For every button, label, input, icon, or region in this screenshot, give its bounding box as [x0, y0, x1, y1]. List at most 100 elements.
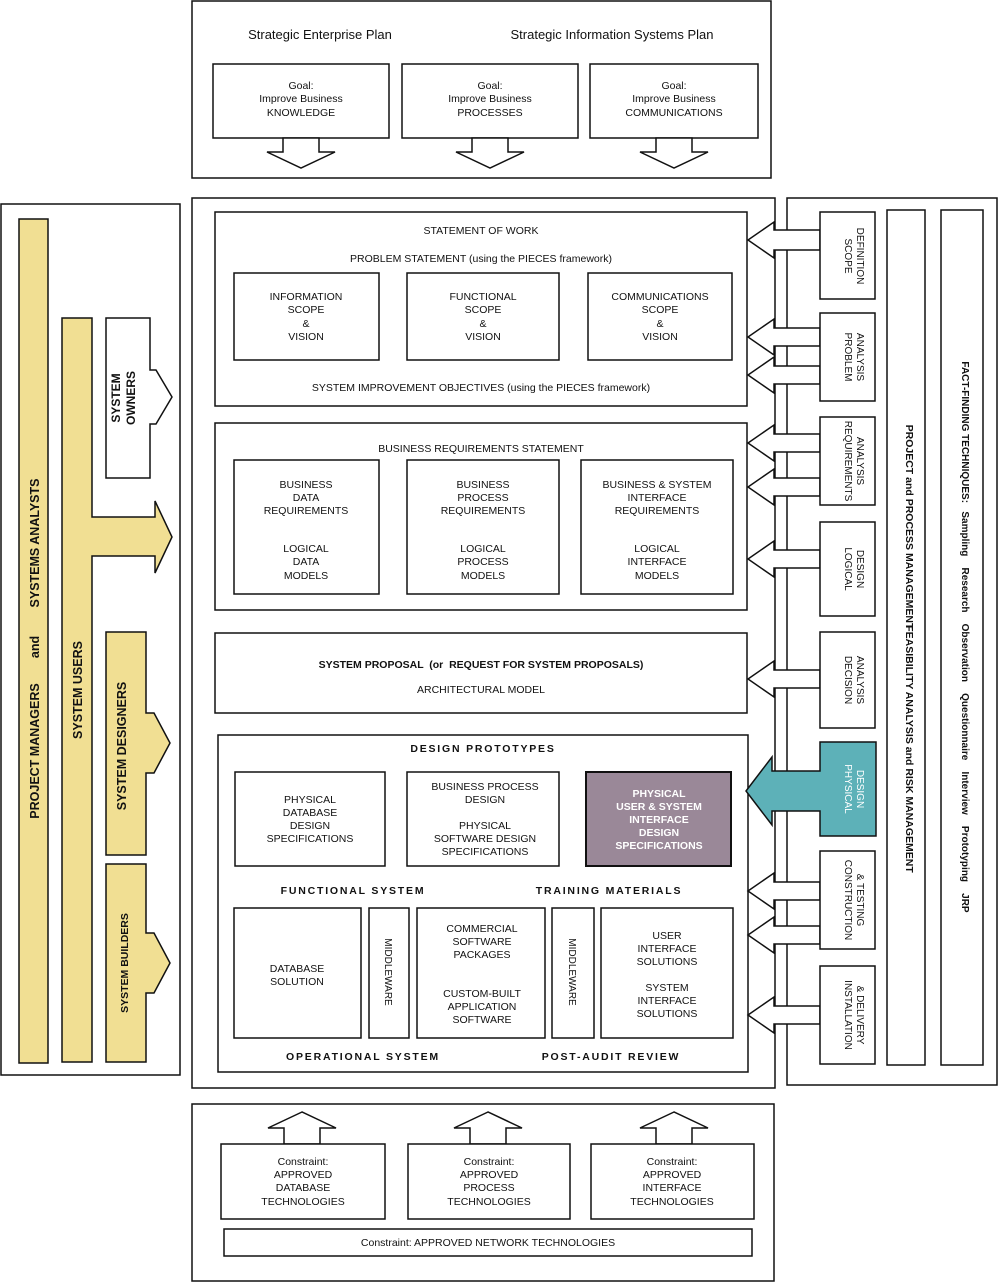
svg-text:Improve Business: Improve Business	[632, 93, 715, 105]
svg-text:SOLUTION: SOLUTION	[270, 976, 324, 988]
communications-scope-box	[587, 272, 733, 361]
svg-text:VISION: VISION	[465, 331, 501, 343]
svg-text:DESIGN: DESIGN	[854, 770, 865, 808]
problem-statement-label: PROBLEM STATEMENT (using the PIECES fram…	[350, 253, 612, 265]
svg-text:Constraint:: Constraint:	[464, 1156, 515, 1168]
svg-text:&: &	[479, 318, 486, 330]
left-arrow-icon	[746, 995, 821, 1035]
architectural-model-label: ARCHITECTURAL MODEL	[417, 684, 545, 696]
fact-finding-techniques-label: FACT-FINDING TECHNIQUES: Sampling Resear…	[959, 361, 970, 913]
svg-text:TECHNOLOGIES: TECHNOLOGIES	[261, 1196, 344, 1208]
svg-text:CUSTOM-BUILT: CUSTOM-BUILT	[443, 988, 521, 1000]
fact-finding-column	[940, 209, 984, 1066]
svg-text:REQUIREMENTS: REQUIREMENTS	[615, 505, 700, 517]
system-users-label: SYSTEM USERS	[71, 641, 85, 739]
phase-construction-testing: CONSTRUCTION & TESTING	[746, 850, 876, 955]
svg-text:SCOPE: SCOPE	[642, 304, 679, 316]
interface-solutions-box	[600, 907, 734, 1039]
svg-text:KNOWLEDGE: KNOWLEDGE	[267, 107, 335, 119]
svg-text:SOLUTIONS: SOLUTIONS	[637, 956, 698, 968]
svg-text:APPLICATION: APPLICATION	[448, 1001, 517, 1013]
svg-text:DESIGN: DESIGN	[465, 794, 505, 806]
system-designers-label: SYSTEM DESIGNERS	[115, 682, 129, 811]
svg-text:INTERFACE: INTERFACE	[638, 995, 697, 1007]
svg-text:PHYSICAL: PHYSICAL	[842, 764, 853, 814]
svg-text:USER & SYSTEM: USER & SYSTEM	[616, 801, 702, 813]
left-arrow-icon	[746, 539, 821, 579]
svg-text:MODELS: MODELS	[461, 570, 505, 582]
functional-scope-box	[406, 272, 560, 361]
system-builders-label: SYSTEM BUILDERS	[119, 913, 131, 1013]
feasibility-risk-management-label: FEASIBILITY ANALYSIS and RISK MANAGEMENT	[903, 625, 915, 873]
svg-text:BUSINESS PROCESS: BUSINESS PROCESS	[431, 781, 538, 793]
svg-text:PROCESS: PROCESS	[457, 492, 508, 504]
svg-text:INTERFACE: INTERFACE	[629, 814, 689, 826]
svg-text:BUSINESS: BUSINESS	[279, 479, 332, 491]
goal-communications: Goal: Improve Business COMMUNICATIONS	[589, 63, 759, 169]
left-arrow-icon	[746, 355, 821, 395]
system-owners-arrow	[105, 317, 173, 479]
svg-text:DESIGN: DESIGN	[290, 820, 330, 832]
svg-text:SOLUTIONS: SOLUTIONS	[637, 1008, 698, 1020]
deliverables-panel: STATEMENT OF WORK PROBLEM STATEMENT (usi…	[191, 197, 776, 1089]
data-requirements-box	[233, 459, 380, 595]
network-constraint-box	[223, 1228, 753, 1257]
phase-scope-definition: SCOPE DEFINITION	[746, 211, 876, 300]
physical-design-arrow	[745, 741, 877, 837]
left-arrow-icon	[746, 871, 821, 911]
middleware-label-2: MIDDLEWARE	[566, 938, 577, 1006]
svg-text:INTERFACE: INTERFACE	[638, 943, 697, 955]
statement-of-work: STATEMENT OF WORK PROBLEM STATEMENT (usi…	[214, 211, 748, 407]
system-designers-arrow	[105, 631, 171, 856]
svg-text:& TESTING: & TESTING	[854, 874, 865, 927]
svg-text:MODELS: MODELS	[284, 570, 328, 582]
svg-text:INTERFACE: INTERFACE	[643, 1182, 702, 1194]
strategic-plans-panel: Strategic Enterprise Plan Strategic Info…	[191, 0, 772, 179]
stakeholders-panel: PROJECT MANAGERS and SYSTEMS ANALYSTS SY…	[0, 203, 181, 1076]
svg-text:APPROVED: APPROVED	[460, 1169, 519, 1181]
constraints-panel: Constraint: APPROVED DATABASE TECHNOLOGI…	[191, 1103, 775, 1282]
svg-text:LOGICAL: LOGICAL	[460, 543, 506, 555]
management-column	[886, 209, 926, 1066]
down-arrow-icon	[455, 137, 525, 169]
design-prototypes-label: DESIGN PROTOTYPES	[410, 743, 555, 755]
svg-text:DATABASE: DATABASE	[276, 1182, 330, 1194]
left-arrow-icon	[746, 220, 821, 260]
phase-requirements-analysis: REQUIREMENTS ANALYSIS	[746, 416, 876, 507]
svg-text:LOGICAL: LOGICAL	[634, 543, 680, 555]
constraint-interface: Constraint: APPROVED INTERFACE TECHNOLOG…	[590, 1111, 755, 1220]
improvement-objectives-label: SYSTEM IMPROVEMENT OBJECTIVES (using the…	[312, 382, 650, 394]
system-proposal: SYSTEM PROPOSAL (or REQUEST FOR SYSTEM P…	[214, 632, 748, 714]
system-builders-arrow	[105, 863, 171, 1063]
svg-text:INFORMATION: INFORMATION	[270, 291, 343, 303]
information-scope-box	[233, 272, 380, 361]
training-materials-label: TRAINING MATERIALS	[536, 885, 683, 897]
svg-text:SPECIFICATIONS: SPECIFICATIONS	[442, 846, 529, 858]
svg-text:DATA: DATA	[293, 556, 319, 568]
svg-text:SCOPE: SCOPE	[465, 304, 502, 316]
svg-text:SYSTEM: SYSTEM	[645, 982, 688, 994]
svg-text:REQUIREMENTS: REQUIREMENTS	[441, 505, 526, 517]
svg-text:PHYSICAL: PHYSICAL	[284, 794, 336, 806]
svg-text:Improve Business: Improve Business	[259, 93, 342, 105]
svg-text:PROBLEM: PROBLEM	[842, 333, 853, 382]
phase-logical-design: LOGICAL DESIGN	[746, 521, 876, 617]
enterprise-plan-heading: Strategic Enterprise Plan	[248, 27, 392, 42]
phases-panel: PROJECT and PROCESS MANAGEMENT FEASIBILI…	[745, 197, 998, 1086]
middleware-box-2	[551, 907, 595, 1039]
svg-text:TECHNOLOGIES: TECHNOLOGIES	[447, 1196, 530, 1208]
svg-text:PROCESSES: PROCESSES	[457, 107, 522, 119]
svg-text:PHYSICAL: PHYSICAL	[632, 788, 686, 800]
svg-text:DESIGN: DESIGN	[854, 550, 865, 588]
svg-text:PROCESS: PROCESS	[463, 1182, 514, 1194]
svg-text:PROCESS: PROCESS	[457, 556, 508, 568]
project-managers-label: PROJECT MANAGERS	[28, 683, 42, 818]
system-users-bar	[61, 317, 173, 1063]
svg-text:BUSINESS: BUSINESS	[456, 479, 509, 491]
pm-sa-bar	[18, 218, 49, 1064]
svg-text:SOFTWARE: SOFTWARE	[452, 936, 511, 948]
svg-text:ANALYSIS: ANALYSIS	[854, 333, 865, 381]
interface-design-spec-box	[585, 771, 732, 867]
svg-text:APPROVED: APPROVED	[643, 1169, 702, 1181]
down-arrow-icon	[639, 137, 709, 169]
